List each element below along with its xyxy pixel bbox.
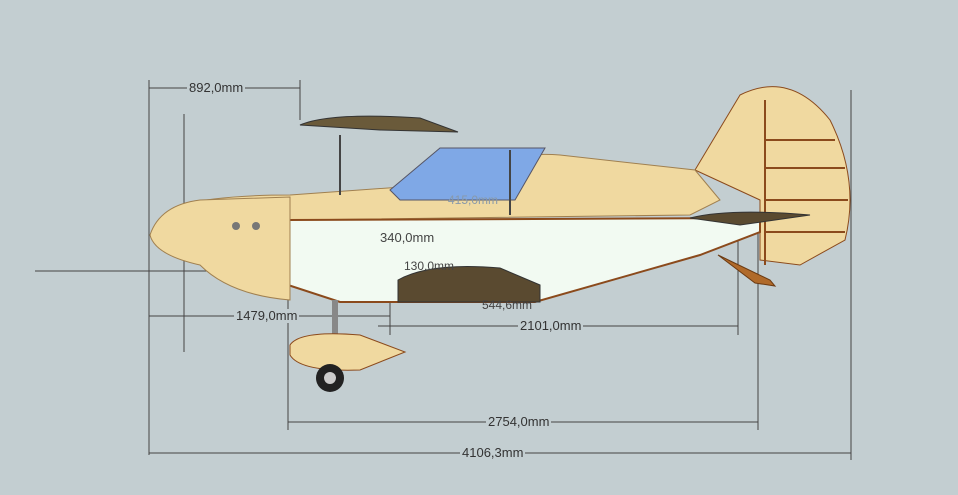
dimension-overall-length: 4106,3mm <box>460 445 526 460</box>
tail-ribs <box>764 100 848 265</box>
dimension-inner-1: 340,0mm <box>380 230 435 245</box>
cowling <box>149 196 291 301</box>
dimension-nose-to-gear: 1479,0mm <box>234 308 300 323</box>
wheel-hub <box>324 372 336 384</box>
dimension-gear-to-tail: 2101,0mm <box>518 318 584 333</box>
dimension-inner-4: 544,6mm <box>482 298 533 312</box>
dimension-inner-2: 130,0mm <box>404 259 455 273</box>
tail-skid <box>717 254 777 287</box>
lower-wing <box>397 266 541 303</box>
stabilizer <box>689 211 811 226</box>
dimension-inner-3: 415,0mm <box>448 193 499 207</box>
cowling-vent <box>252 222 260 230</box>
cowling-vent <box>232 222 240 230</box>
canopy <box>389 147 546 201</box>
upper-wing <box>299 115 459 133</box>
wheel-fairing <box>289 333 407 371</box>
dimension-nose-to-wing: 892,0mm <box>187 80 246 95</box>
dimension-cabin-length: 2754,0mm <box>486 414 552 429</box>
tail-fin <box>694 86 851 266</box>
